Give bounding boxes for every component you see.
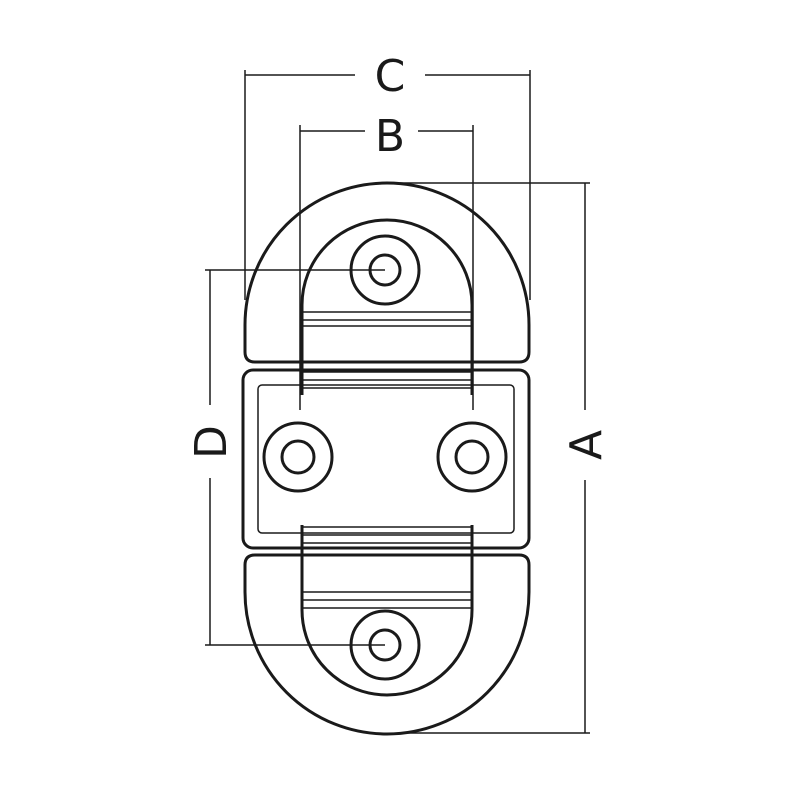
right-mount-hole: [436, 421, 508, 493]
dimension-c-label: C: [375, 51, 406, 102]
left-mount-hole: [262, 421, 334, 493]
dimension-d: D: [186, 269, 385, 646]
base-plate-inner: [257, 384, 515, 534]
base-plate-outer: [241, 368, 531, 550]
dimension-c: C: [244, 51, 531, 300]
dimension-a: A: [400, 182, 612, 734]
bottom-ring-outer: [243, 553, 531, 736]
top-ring-outer: [243, 181, 531, 364]
dimension-b-label: B: [375, 111, 405, 162]
dimension-d-label: D: [186, 425, 237, 459]
bottom-tab: [300, 525, 474, 697]
top-tab: [300, 218, 474, 395]
dimension-b: B: [299, 111, 474, 410]
dimension-a-label: A: [561, 430, 612, 460]
